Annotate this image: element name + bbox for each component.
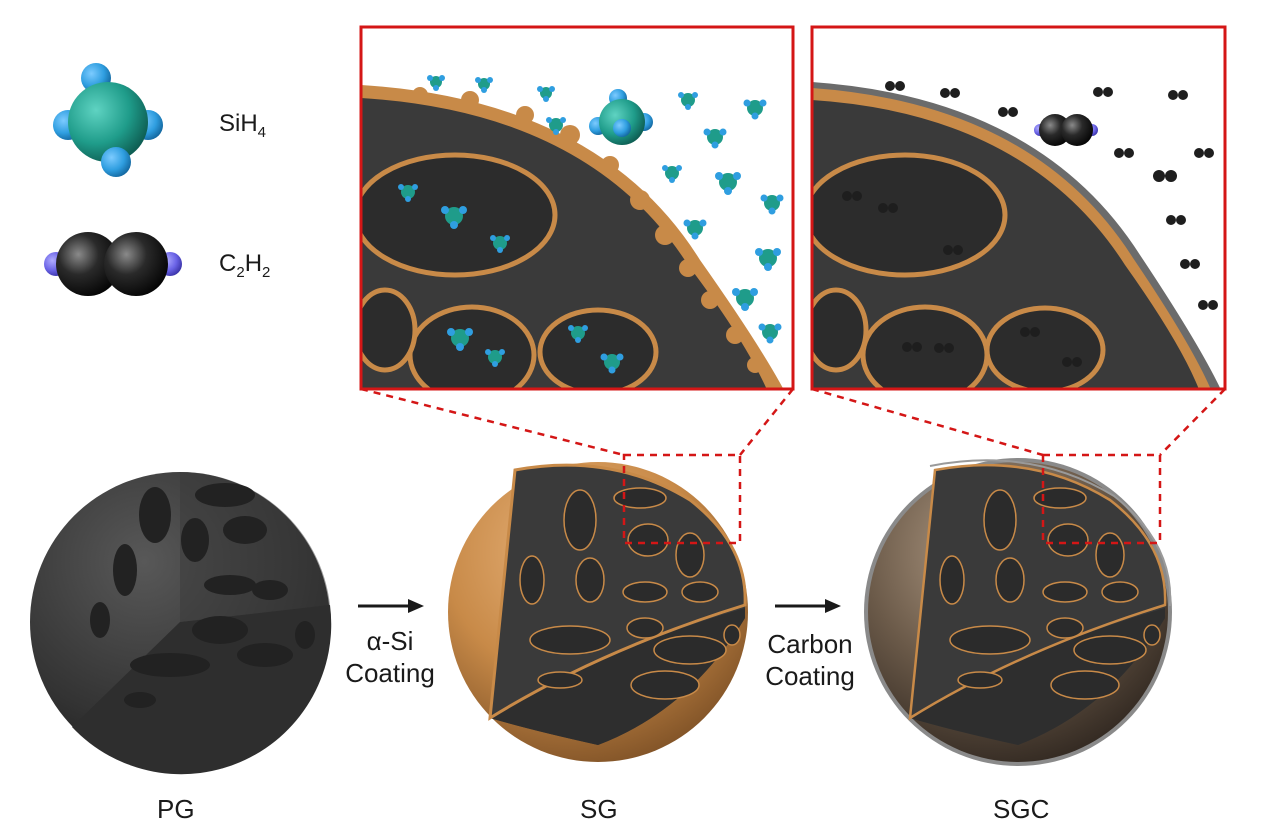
sgc-label: SGC (993, 794, 1050, 824)
inset-sih4-deposition (361, 27, 793, 389)
acetylene-label: C2H2 (219, 250, 271, 281)
pg-particle (30, 471, 332, 775)
silane-label: SiH4 (219, 110, 267, 141)
sgc-particle (864, 458, 1172, 766)
si-coating-label: α-Si Coating (345, 626, 435, 688)
zoom-box-sg (622, 453, 742, 545)
arrow-si-coating (358, 599, 424, 613)
carbon-coating-label: Carbon Coating (765, 629, 855, 691)
acetylene-molecule-icon (44, 232, 182, 296)
zoom-box-sgc (1041, 453, 1162, 545)
silane-molecule-icon (53, 63, 163, 177)
arrow-carbon-coating (775, 599, 841, 613)
inset-frame-left (359, 25, 795, 391)
zoom-guides (360, 387, 1226, 457)
sg-label: SG (580, 794, 618, 824)
inset-frame-right (810, 25, 1227, 391)
pg-label: PG (157, 794, 195, 824)
inset-c2h2-deposition (812, 27, 1225, 389)
sg-particle (448, 462, 748, 762)
